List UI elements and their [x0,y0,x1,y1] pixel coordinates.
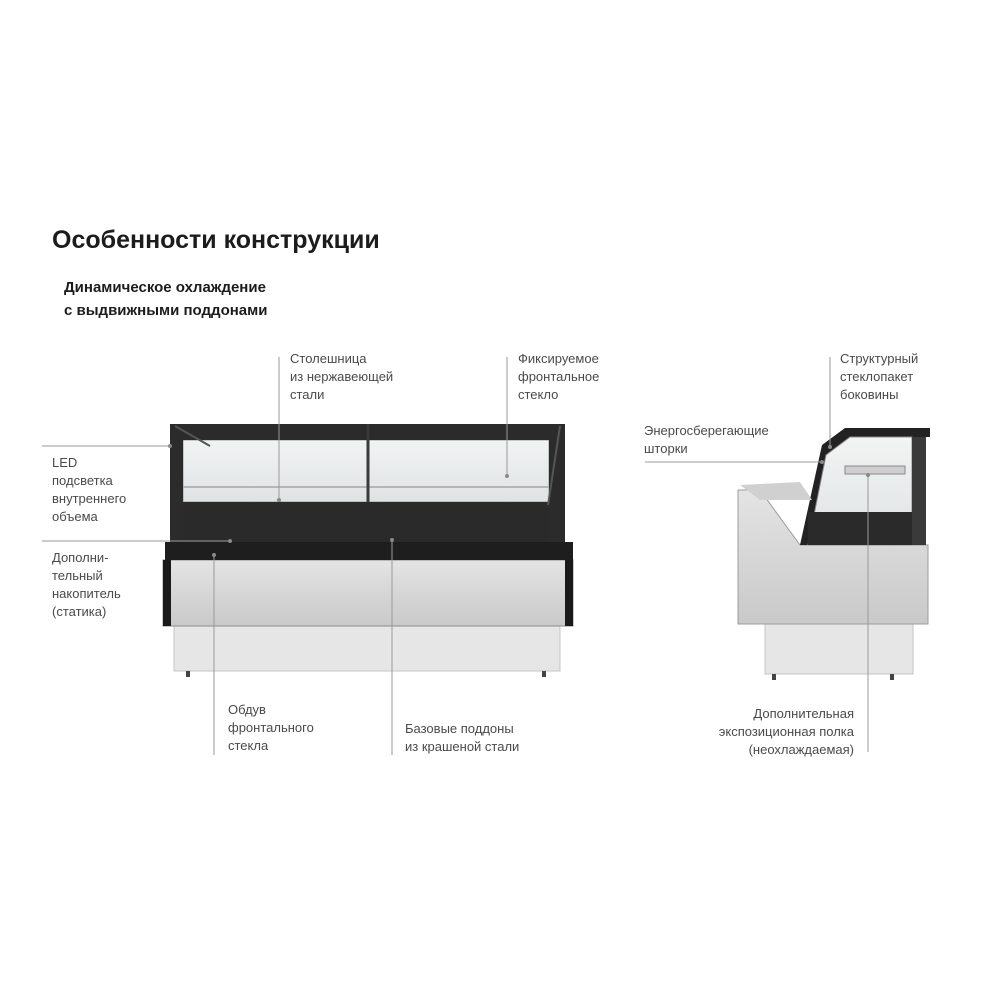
leader-lines [42,357,869,755]
side-view-case [737,428,930,680]
callout-shelf: Дополнительная экспозиционная полка (нео… [718,706,854,757]
front-view-case [162,424,574,677]
side-base-panel [764,623,914,675]
page-subtitle: Динамическое охлаждение с выдвижными под… [64,276,267,322]
page-title: Особенности конструкции [52,226,380,254]
front-body-panel [162,559,574,627]
callout-countertop: Столешница из нержавеющей стали [290,351,394,402]
callout-curtains: Энергосберегающие шторки [644,423,769,456]
subtitle-line-2: с выдвижными поддонами [64,302,268,319]
callout-front-glass: Фиксируемое фронтальное стекло [518,351,600,402]
subtitle-line-1: Динамическое охлаждение [64,279,266,296]
callout-airflow: Обдув фронтального стекла [228,702,314,753]
callout-led: LED подсветка внутреннего объема [52,455,127,524]
front-base-panel [173,624,561,672]
front-glass [182,439,550,503]
front-tray [183,502,549,542]
callout-trays: Базовые поддоны из крашеной стали [405,721,520,754]
front-countertop [165,542,573,560]
callout-storage: Дополни- тельный накопитель (статика) [52,550,121,619]
callout-side-glass: Структурный стеклопакет боковины [840,351,919,402]
